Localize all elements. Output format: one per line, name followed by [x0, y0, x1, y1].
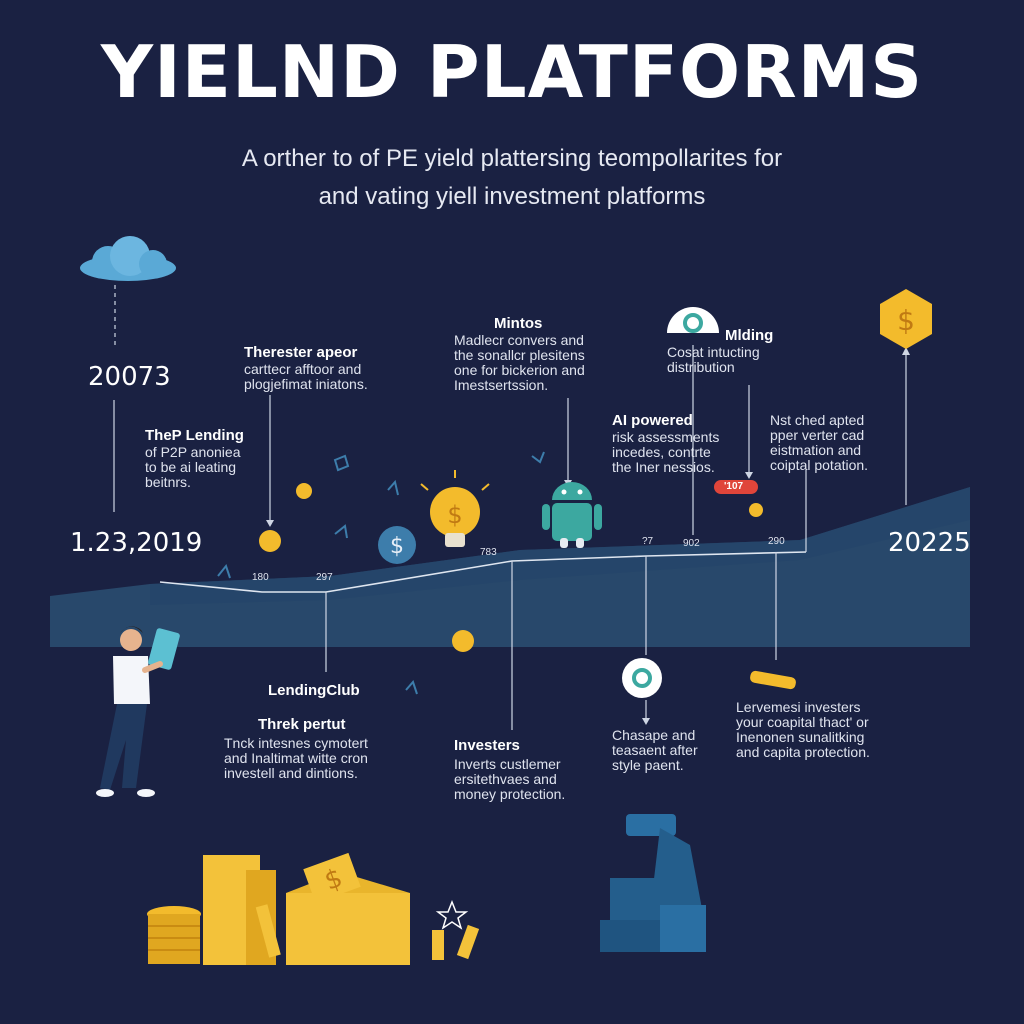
year-label-mid: 1.23,2019	[70, 528, 203, 558]
hexagon-dollar-icon: $	[880, 289, 932, 349]
badge-pill	[714, 480, 758, 494]
label-line: Madlecr convers and	[454, 332, 584, 348]
label-line: Chasape and	[612, 727, 696, 743]
gold-boxes-icon: $	[147, 852, 480, 965]
tick-label: ?7	[642, 536, 654, 547]
svg-text:$: $	[390, 534, 404, 559]
label-threk-pertut: Threk pertut Tnck intesnes cymotert and …	[224, 717, 368, 781]
label-line: coiptal potation.	[770, 457, 869, 473]
label-line: Tnck intesnes cymotert	[224, 735, 368, 751]
label-line: ersitethvaes and	[454, 771, 557, 787]
label-lervemesi: Lervemesi investers your coapital thact'…	[736, 700, 870, 760]
label-p2p-lending: TheP Lending of P2P anoniea to be ai lea…	[145, 428, 244, 490]
label-line: beitnrs.	[145, 474, 191, 490]
subtitle-line-2: and vating yiell investment platforms	[318, 183, 706, 210]
monitor-icon	[667, 307, 719, 333]
label-line: pper verter cad	[770, 427, 865, 443]
label-title: Investers	[454, 737, 520, 754]
label-line: teasaent after	[612, 742, 698, 758]
label-line: Inenonen sunalitking	[736, 729, 865, 745]
label-line: incedes, contrte	[612, 444, 711, 460]
label-line: your coapital thact' or	[736, 714, 869, 730]
subtitle-line-1: A orther to of PE yield plattersing teom…	[241, 145, 783, 172]
label-title: LendingClub	[268, 682, 360, 699]
page-title: YIELND PLATFORMS	[100, 30, 924, 114]
label-line: the sonallcr plesitens	[454, 347, 585, 363]
label-title: AI powered	[612, 412, 693, 429]
tick-label: 180	[252, 572, 269, 583]
label-line: risk assessments	[612, 429, 720, 445]
label-mlding: Mlding Cosat intucting distribution	[667, 328, 773, 375]
badge-label: '107	[724, 481, 744, 492]
dollar-coin-icon: $	[259, 483, 763, 652]
label-line: Lervemesi investers	[736, 699, 861, 715]
android-robot-icon	[542, 482, 602, 548]
tick-label: 297	[316, 572, 333, 583]
label-line: and capita protection.	[736, 744, 870, 760]
year-label-end: 20225	[888, 528, 971, 558]
label-therester: Therester apeor carttecr afftoor and plo…	[244, 345, 368, 392]
page-subtitle: A orther to of PE yield plattersing teom…	[162, 140, 862, 216]
gold-bar-icon	[750, 670, 796, 690]
label-line: plogjefimat iniatons.	[244, 376, 368, 392]
label-line: to be ai leating	[145, 459, 237, 475]
label-line: style paent.	[612, 757, 684, 773]
svg-text:$: $	[897, 304, 915, 337]
ring-icon	[622, 658, 662, 698]
label-line: eistmation and	[770, 442, 862, 458]
label-line: money protection.	[454, 786, 566, 802]
label-ai-powered: AI powered risk assessments incedes, con…	[612, 413, 719, 475]
label-line: and Inaltimat witte cron	[224, 750, 368, 766]
year-label-start: 20073	[88, 362, 171, 392]
person-with-phone-icon	[96, 626, 180, 797]
blue-machine-icon	[600, 814, 706, 952]
label-investers: Investers Inverts custlemer ersitethvaes…	[454, 738, 565, 802]
label-lendingclub: LendingClub	[268, 683, 360, 702]
label-line: Imestsertssion.	[454, 377, 549, 393]
lightbulb-dollar-icon: $	[420, 470, 490, 547]
label-line: Inverts custlemer	[454, 756, 561, 772]
label-line: carttecr afftoor and	[244, 361, 362, 377]
label-title: Therester apeor	[244, 344, 358, 361]
tick-label: 902	[683, 538, 700, 549]
label-line: the Iner nessios.	[612, 459, 715, 475]
timeline-line	[159, 551, 807, 593]
label-line: one for bickerion and	[454, 362, 585, 378]
label-title: Mintos	[494, 315, 543, 332]
label-line: distribution	[667, 359, 735, 375]
label-line: Cosat intucting	[667, 344, 760, 360]
label-title: Mlding	[725, 327, 774, 344]
label-title: Threk pertut	[258, 716, 346, 733]
tick-label: 290	[768, 536, 785, 547]
label-net-ched: Nst ched apted pper verter cad eistmatio…	[770, 413, 868, 473]
label-line: Nst ched apted	[770, 412, 865, 428]
label-chasape: Chasape and teasaent after style paent.	[612, 728, 698, 773]
svg-text:$: $	[447, 501, 462, 529]
label-mintos: Mintos Madlecr convers and the sonallcr …	[454, 316, 585, 393]
label-title: TheP Lending	[145, 427, 244, 444]
cloud-icon	[80, 236, 176, 281]
tick-label: 783	[480, 547, 497, 558]
label-line: investell and dintions.	[224, 765, 358, 781]
label-line: of P2P anoniea	[145, 444, 241, 460]
